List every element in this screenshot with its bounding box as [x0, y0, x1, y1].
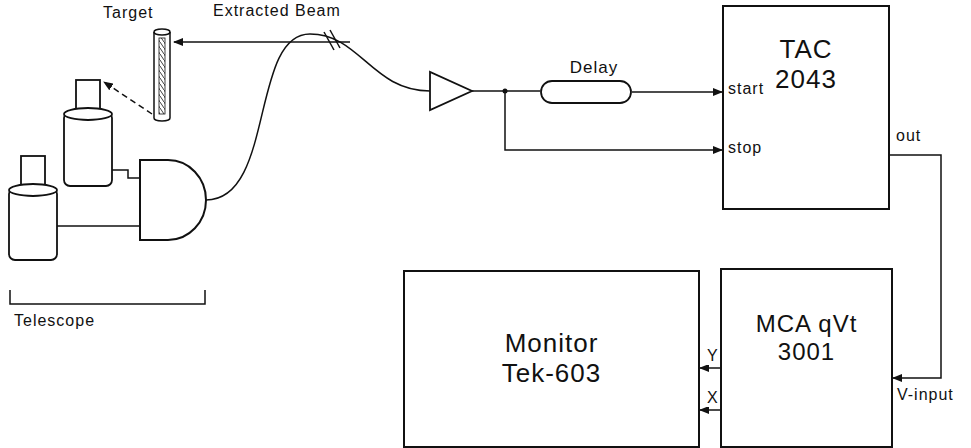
- annotation-label: Telescope: [14, 312, 95, 330]
- beam-arrow: [174, 41, 350, 43]
- signal-connector: [700, 367, 720, 369]
- node-title: Monitor Tek-603: [489, 329, 614, 389]
- node-title: Delay: [540, 58, 648, 78]
- signal-cable: [206, 34, 430, 200]
- delay-line: Delay: [540, 58, 648, 104]
- monitor-box: Monitor Tek-603: [403, 270, 700, 448]
- photomultiplier: [64, 80, 112, 186]
- signal-wire: [57, 170, 140, 226]
- telescope-bracket: [10, 290, 205, 304]
- tac-module: TAC 2043: [722, 5, 890, 210]
- annotation-label: stop: [728, 139, 762, 157]
- annotation-label: Extracted Beam: [213, 2, 341, 20]
- cable-break: [324, 30, 340, 50]
- junction-dot: [503, 89, 508, 94]
- annotation-label: Target: [103, 4, 153, 22]
- annotation-label: out: [896, 127, 921, 145]
- node-title: TAC 2043: [766, 35, 846, 95]
- target-cylinder: [154, 29, 170, 121]
- scatter-arrow: [104, 82, 152, 114]
- mca-module: MCA qVt 3001: [720, 268, 893, 448]
- signal-connector: [632, 91, 722, 93]
- node-title: MCA qVt 3001: [751, 310, 863, 365]
- photomultiplier: [9, 156, 57, 260]
- annotation-label: V-input: [897, 386, 954, 404]
- delay-cable-shape: [540, 80, 632, 104]
- signal-label: X: [706, 389, 719, 407]
- amplifier-symbol: [430, 72, 472, 110]
- coincidence-gate: [140, 160, 206, 240]
- annotation-label: start: [728, 80, 764, 98]
- signal-label: Y: [706, 347, 719, 365]
- signal-connector: [890, 155, 941, 378]
- signal-connector: [700, 409, 720, 411]
